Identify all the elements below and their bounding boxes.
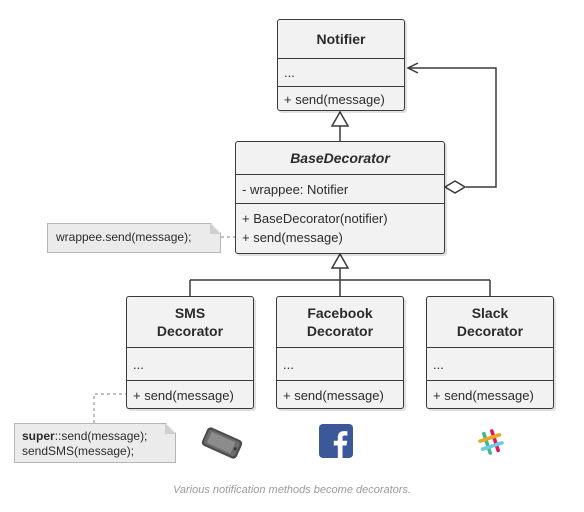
fields-ellipsis: ... xyxy=(283,356,294,372)
title-line-1: SMS xyxy=(174,305,206,321)
method-send: + send(message) xyxy=(433,388,534,403)
note-fold xyxy=(210,223,221,234)
title-line-1: Facebook xyxy=(307,305,373,321)
aggregation-line xyxy=(408,68,497,188)
note-fold xyxy=(165,423,176,434)
note-sms-line2: sendSMS(message); xyxy=(22,444,135,458)
method-send: + send(message) xyxy=(284,92,385,107)
method-send: + send(message) xyxy=(242,230,343,245)
class-base-decorator-title: BaseDecorator xyxy=(290,150,390,166)
title-line-2: Decorator xyxy=(306,323,374,339)
class-notifier-fields: ... xyxy=(278,58,404,86)
figure-caption: Various notification methods become deco… xyxy=(172,484,412,496)
class-base-decorator-fields: - wrappee: Notifier xyxy=(236,174,444,203)
class-sms-fields: ... xyxy=(127,347,253,380)
class-notifier-title: Notifier xyxy=(316,31,366,47)
class-facebook-methods: + send(message) xyxy=(277,380,403,408)
note-sms-connector xyxy=(93,393,126,423)
field-wrappee: - wrappee: Notifier xyxy=(242,181,349,197)
class-slack-methods: + send(message) xyxy=(427,380,553,408)
note-base-text: wrappee.send(message); xyxy=(56,230,192,244)
class-facebook-fields: ... xyxy=(277,347,403,380)
note-base-send: wrappee.send(message); xyxy=(47,223,221,253)
class-notifier-methods: + send(message) xyxy=(278,86,404,110)
fields-ellipsis: ... xyxy=(133,356,144,372)
class-slack-title: Slack Decorator xyxy=(427,297,553,347)
class-facebook-title: Facebook Decorator xyxy=(277,297,403,347)
facebook-icon xyxy=(319,424,353,458)
title-line-2: Decorator xyxy=(156,323,224,339)
method-send: + send(message) xyxy=(133,388,234,403)
class-base-decorator: BaseDecorator - wrappee: Notifier + Base… xyxy=(235,141,445,254)
note-sms-send: super::send(message); sendSMS(message); xyxy=(14,423,176,463)
slack-icon xyxy=(478,429,504,455)
class-sms-decorator: SMS Decorator ... + send(message) xyxy=(126,296,254,409)
class-notifier: Notifier ... + send(message) xyxy=(277,19,405,111)
fields-ellipsis: ... xyxy=(284,65,295,80)
class-sms-methods: + send(message) xyxy=(127,380,253,408)
method-constructor: + BaseDecorator(notifier) xyxy=(242,211,388,226)
method-send: + send(message) xyxy=(283,388,384,403)
class-base-decorator-methods: + BaseDecorator(notifier) + send(message… xyxy=(236,203,444,253)
title-line-2: Decorator xyxy=(456,323,524,339)
class-facebook-decorator: Facebook Decorator ... + send(message) xyxy=(276,296,404,409)
aggregation-diamond xyxy=(443,180,467,194)
note-sms-keyword: super xyxy=(22,429,55,443)
phone-icon xyxy=(201,427,243,459)
fields-ellipsis: ... xyxy=(433,356,444,372)
inherit-triangle-base xyxy=(330,252,350,269)
title-line-1: Slack xyxy=(471,305,509,321)
class-sms-title: SMS Decorator xyxy=(127,297,253,347)
inherit-triangle-notifier xyxy=(330,110,350,127)
class-slack-decorator: Slack Decorator ... + send(message) xyxy=(426,296,554,409)
note-sms-line1: ::send(message); xyxy=(54,429,148,443)
class-slack-fields: ... xyxy=(427,347,553,380)
